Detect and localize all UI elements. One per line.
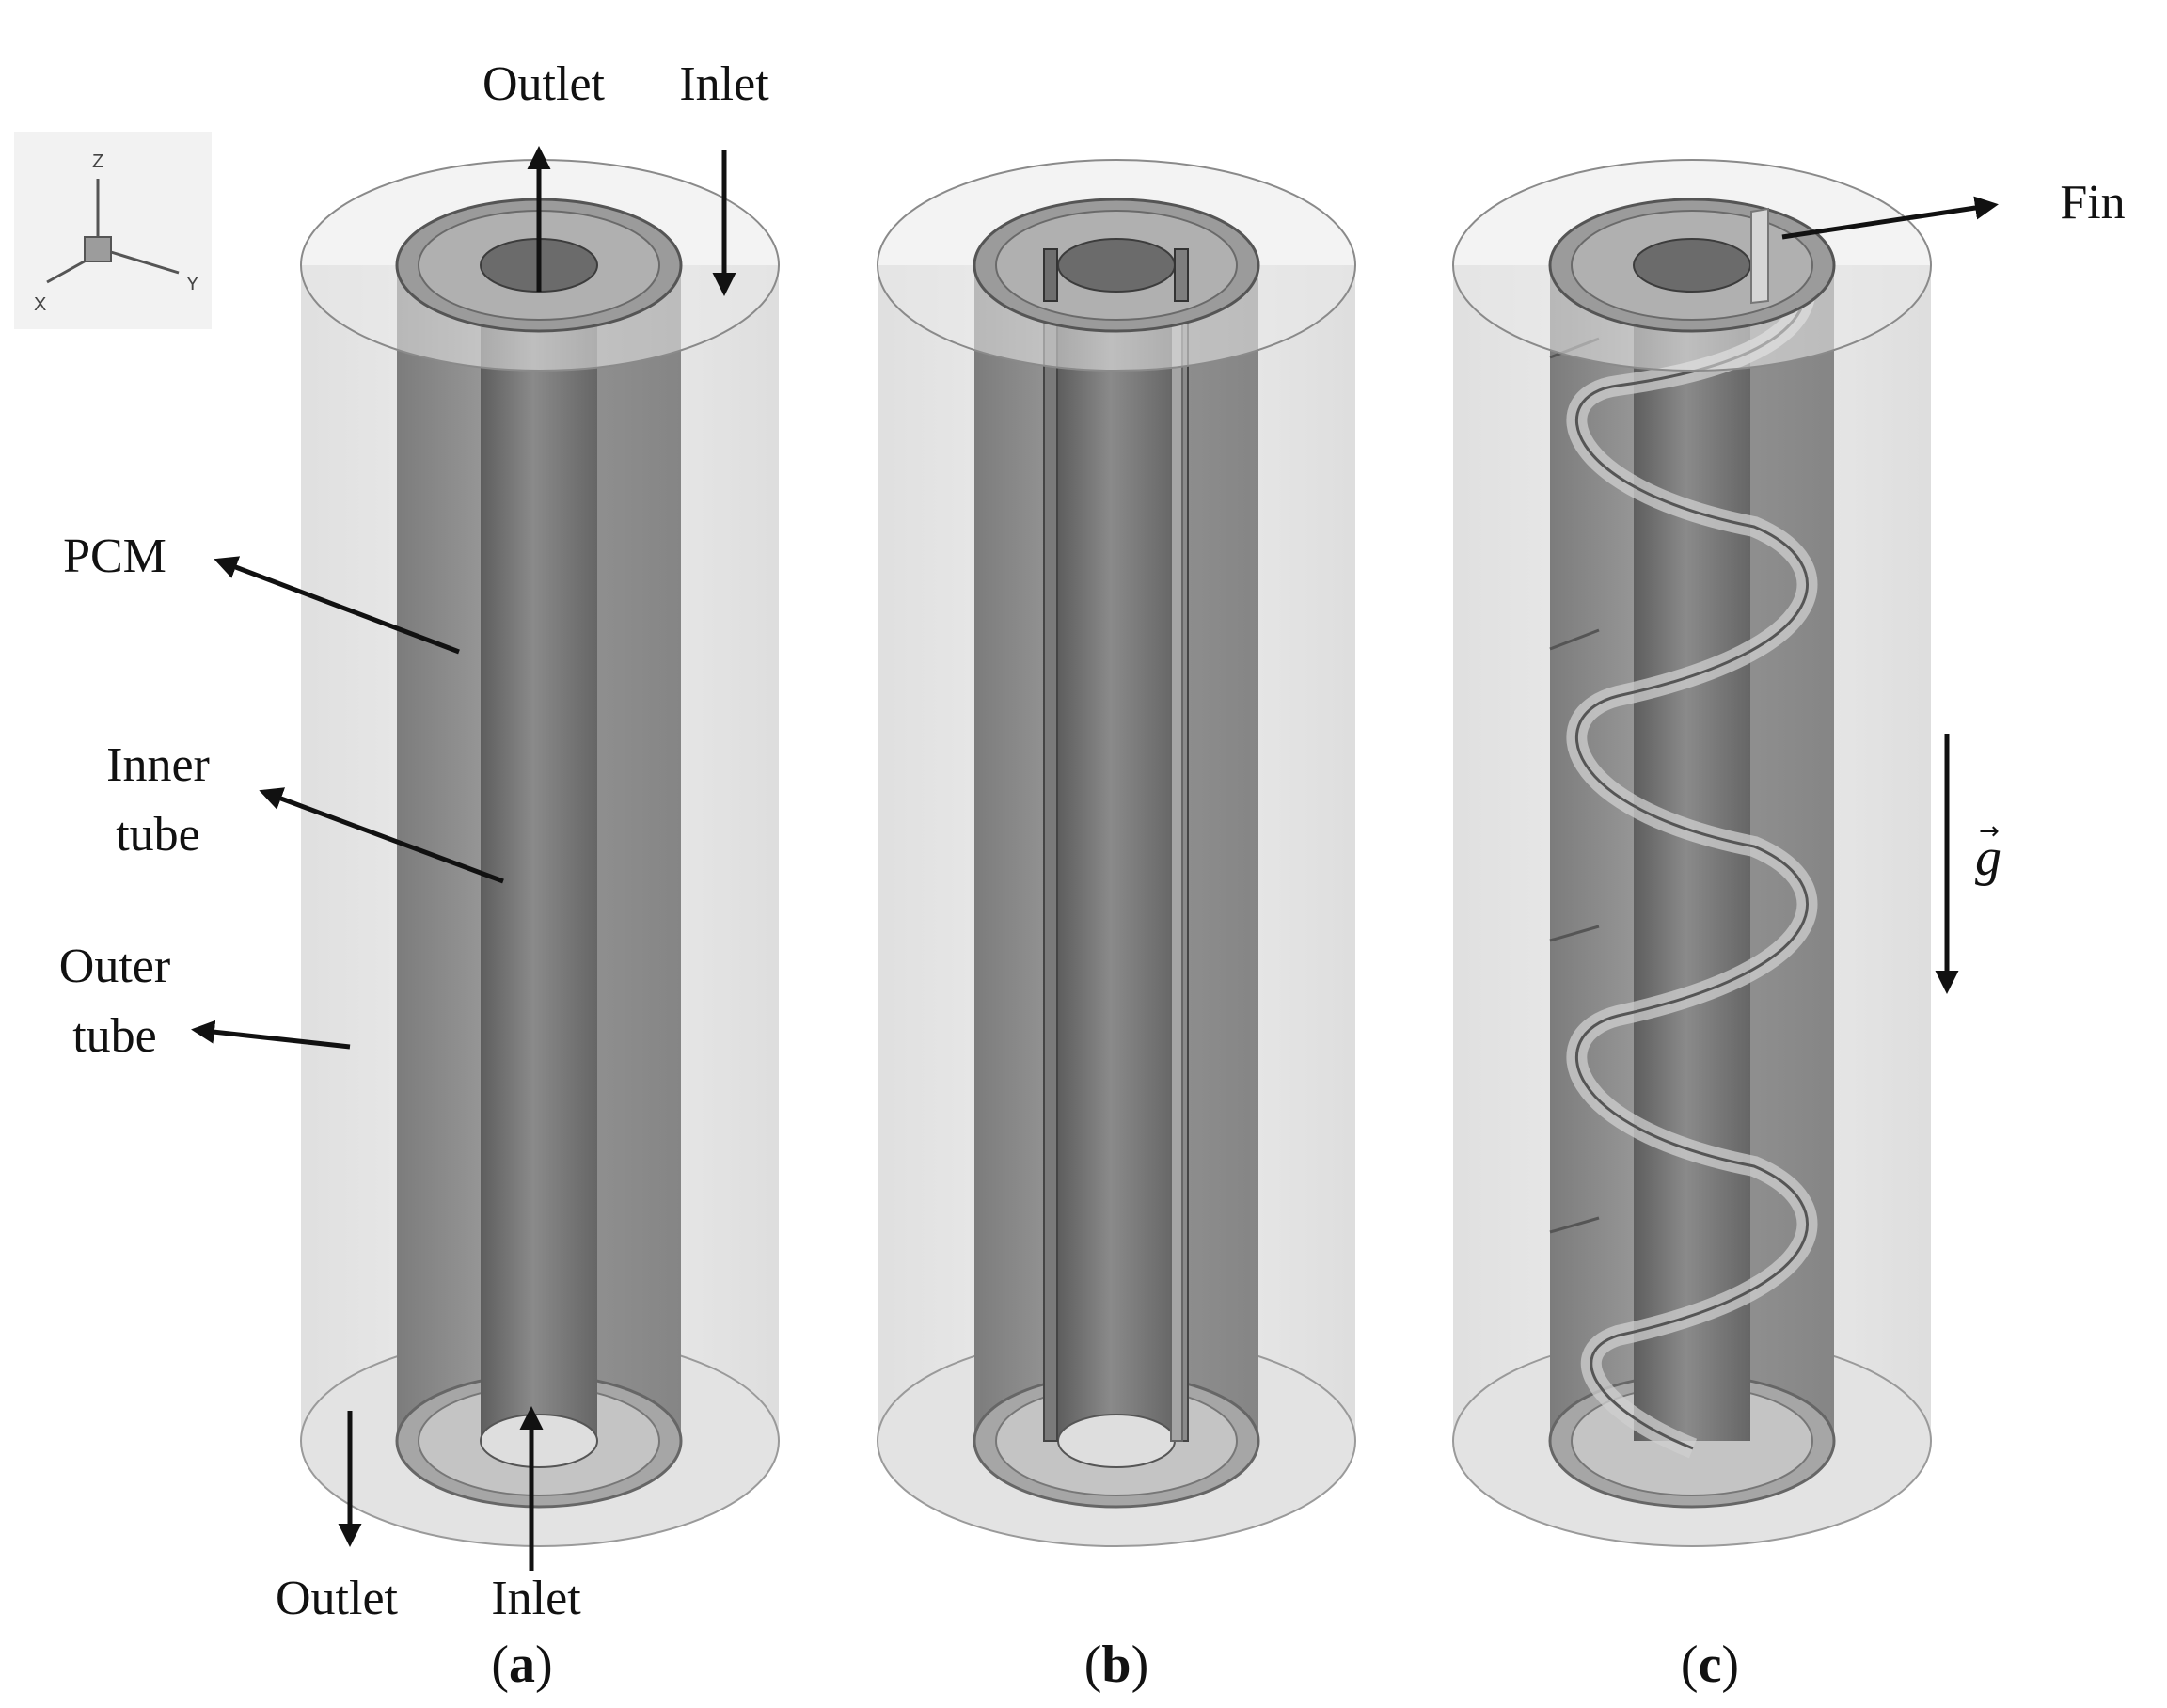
outer-tube-arrow (191, 1020, 351, 1050)
inner-tube-arrow (259, 787, 504, 884)
caption-a: (a) (491, 1636, 552, 1694)
inlet-top-label: Inlet (679, 57, 769, 111)
panel-c (1452, 159, 1932, 1547)
straight-fin-left (1043, 253, 1058, 1442)
pcm-label: PCM (63, 530, 166, 583)
flow-arrows (191, 146, 1999, 1571)
fin-label: Fin (2060, 176, 2125, 229)
outer-tube-label-2: tube (72, 1009, 157, 1063)
inner-tube-label-2: tube (116, 808, 200, 862)
inlet-bottom-label: Inlet (491, 1572, 581, 1625)
panel-b (877, 159, 1356, 1547)
axis-triad: Z X Y (14, 132, 212, 329)
panel-captions: (a) (b) (c) (491, 1636, 1739, 1694)
straight-fin-back (1170, 208, 1183, 1442)
axis-y-label: Y (186, 274, 198, 294)
axis-x-label: X (34, 294, 46, 315)
inner-tube-body (481, 273, 597, 1441)
axis-origin-cube (84, 236, 112, 262)
panel-a (300, 159, 780, 1547)
gravity-label: g (1975, 829, 2001, 887)
caption-b: (b) (1084, 1636, 1148, 1694)
labels: Outlet Inlet PCM Inner tube Outer tube O… (59, 57, 2126, 1625)
caption-c: (c) (1681, 1636, 1739, 1694)
fin-arrow (1781, 196, 1999, 240)
axis-z-label: Z (92, 151, 103, 172)
outer-tube-label-1: Outer (59, 940, 170, 993)
inner-tube-label-1: Inner (106, 738, 210, 792)
pcm-arrow (214, 556, 460, 655)
outlet-bottom-label: Outlet (276, 1572, 399, 1625)
gravity-vector-arrow: → (1979, 817, 2000, 846)
outlet-top-label: Outlet (482, 57, 606, 111)
